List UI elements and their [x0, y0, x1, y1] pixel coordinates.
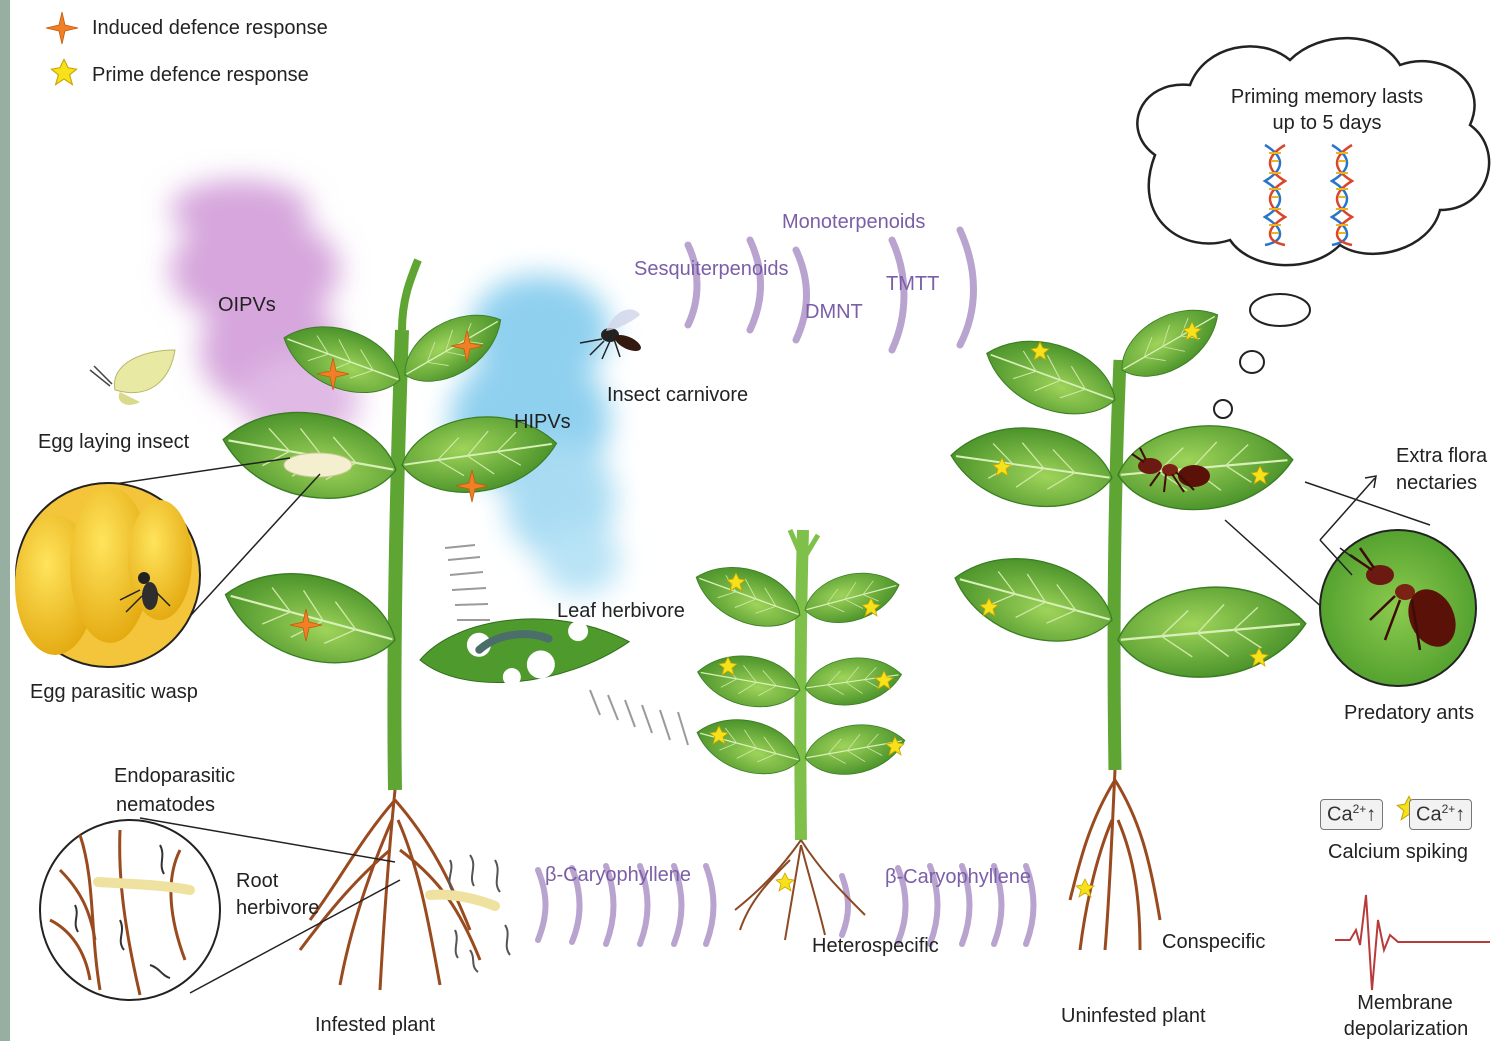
heterospecific-label: Heterospecific: [812, 934, 939, 958]
predatory-ants-label: Predatory ants: [1344, 701, 1474, 725]
calcium-ion-1: Ca: [1327, 804, 1353, 826]
calcium-charge-2: 2+: [1442, 802, 1456, 816]
calcium-spiking-label: Calcium spiking: [1328, 840, 1468, 864]
oipvs-label: OIPVs: [218, 293, 276, 317]
chem-caryophyllene-2: β-Caryophyllene: [885, 866, 1031, 889]
calcium-box-1: Ca2+↑: [1320, 799, 1383, 830]
calcium-arrow-2: ↑: [1455, 804, 1465, 826]
membrane-depolarization-trace: [1335, 895, 1490, 990]
uninfested-plant: [945, 292, 1310, 950]
legend-prime-icon: [51, 59, 76, 84]
calcium-arrow-1: ↑: [1366, 804, 1376, 826]
priming-memory-label-2: up to 5 days: [1200, 111, 1454, 135]
membrane-label-2: depolarization: [1330, 1017, 1482, 1041]
legend-induced-icon: [46, 12, 78, 44]
left-edge-strip: [0, 0, 10, 1041]
insect-carnivore-label: Insect carnivore: [607, 383, 748, 407]
root-zoom: [40, 820, 220, 1000]
hipvs-label: HIPVs: [514, 410, 571, 434]
extra-floral-label-2: nectaries: [1396, 471, 1477, 495]
insect-eggs: [284, 453, 352, 477]
egg-wasp-zoom: [15, 483, 200, 667]
ant-zoom: [1320, 530, 1476, 686]
legend-prime-label: Prime defence response: [92, 63, 309, 87]
infested-plant-label: Infested plant: [315, 1013, 435, 1037]
legend-induced-label: Induced defence response: [92, 16, 328, 40]
egg-parasitic-wasp-label: Egg parasitic wasp: [30, 680, 198, 704]
endoparasitic-nematodes-label-2: nematodes: [116, 793, 215, 817]
calcium-box-2: Ca2+↑: [1409, 799, 1472, 830]
prime-star-h-root: [776, 873, 794, 891]
root-herbivore-label-1: Root: [236, 869, 278, 893]
chem-tmtt: TMTT: [886, 273, 939, 296]
chem-caryophyllene-1: β-Caryophyllene: [545, 864, 691, 887]
priming-memory-label-1: Priming memory lasts: [1200, 85, 1454, 109]
leaf-herbivore-label: Leaf herbivore: [557, 599, 685, 623]
butterfly-icon: [90, 350, 175, 405]
endoparasitic-nematodes-label-1: Endoparasitic: [114, 764, 235, 788]
calcium-ion-2: Ca: [1416, 804, 1442, 826]
membrane-label-1: Membrane: [1340, 991, 1470, 1015]
egg-laying-insect-label: Egg laying insect: [38, 430, 189, 454]
uninfested-plant-label: Uninfested plant: [1061, 1004, 1206, 1028]
root-larva: [430, 895, 495, 906]
chem-dmnt: DMNT: [805, 301, 863, 324]
root-herbivore-label-2: herbivore: [236, 896, 319, 920]
chem-monoterpenoids: Monoterpenoids: [782, 211, 925, 234]
conspecific-label: Conspecific: [1162, 930, 1265, 954]
chem-sesquiterpenoids: Sesquiterpenoids: [634, 258, 789, 281]
extra-floral-label-1: Extra flora: [1396, 444, 1487, 468]
calcium-charge-1: 2+: [1353, 802, 1367, 816]
